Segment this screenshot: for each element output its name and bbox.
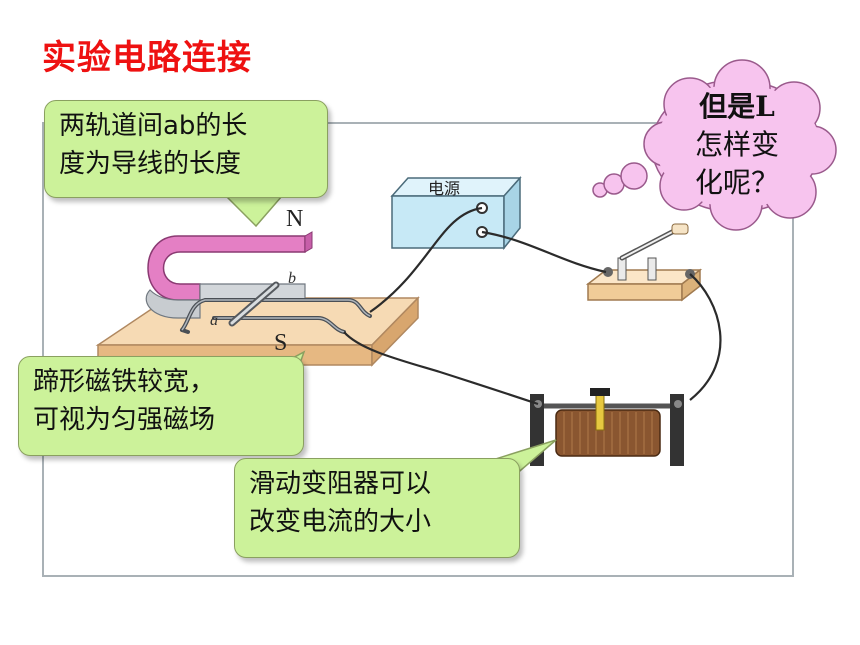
callout-rail-length-line-2: 度为导线的长度 — [59, 149, 242, 179]
diagram-frame — [42, 122, 794, 577]
label-south-pole: S — [274, 330, 287, 356]
label-north-pole: N — [286, 206, 303, 232]
thought-line-3: 化呢？ — [694, 166, 779, 199]
callout-magnet-field: 蹄形磁铁较宽， 可视为匀强磁场 — [18, 356, 304, 456]
callout-magnet-field-line-2: 可视为匀强磁场 — [33, 405, 216, 435]
callout-rheostat-line-1: 滑动变阻器可以 — [249, 469, 432, 499]
callout-magnet-field-line-1: 蹄形磁铁较宽， — [33, 367, 216, 397]
callout-rail-length-line-1: 两轨道间ab的长 — [59, 111, 248, 141]
power-supply-label: 电源 — [428, 179, 460, 198]
slide-title: 实验电路连接 — [42, 38, 252, 78]
power-supply — [390, 176, 522, 251]
conducting-rod-ab — [228, 281, 280, 327]
thought-question: 但是L 怎样变 化呢？ — [672, 88, 802, 202]
label-b: b — [288, 270, 296, 287]
callout-rail-length: 两轨道间ab的长 度为导线的长度 — [44, 100, 328, 198]
callout-rheostat: 滑动变阻器可以 改变电流的大小 — [234, 458, 520, 558]
knife-switch — [585, 223, 703, 302]
thought-line-1: 但是L — [699, 90, 775, 123]
thought-line-2: 怎样变 — [694, 128, 779, 161]
callout-rheostat-line-2: 改变电流的大小 — [249, 507, 432, 537]
wires — [343, 206, 722, 406]
label-a: a — [210, 312, 218, 329]
horseshoe-magnet — [145, 231, 313, 319]
